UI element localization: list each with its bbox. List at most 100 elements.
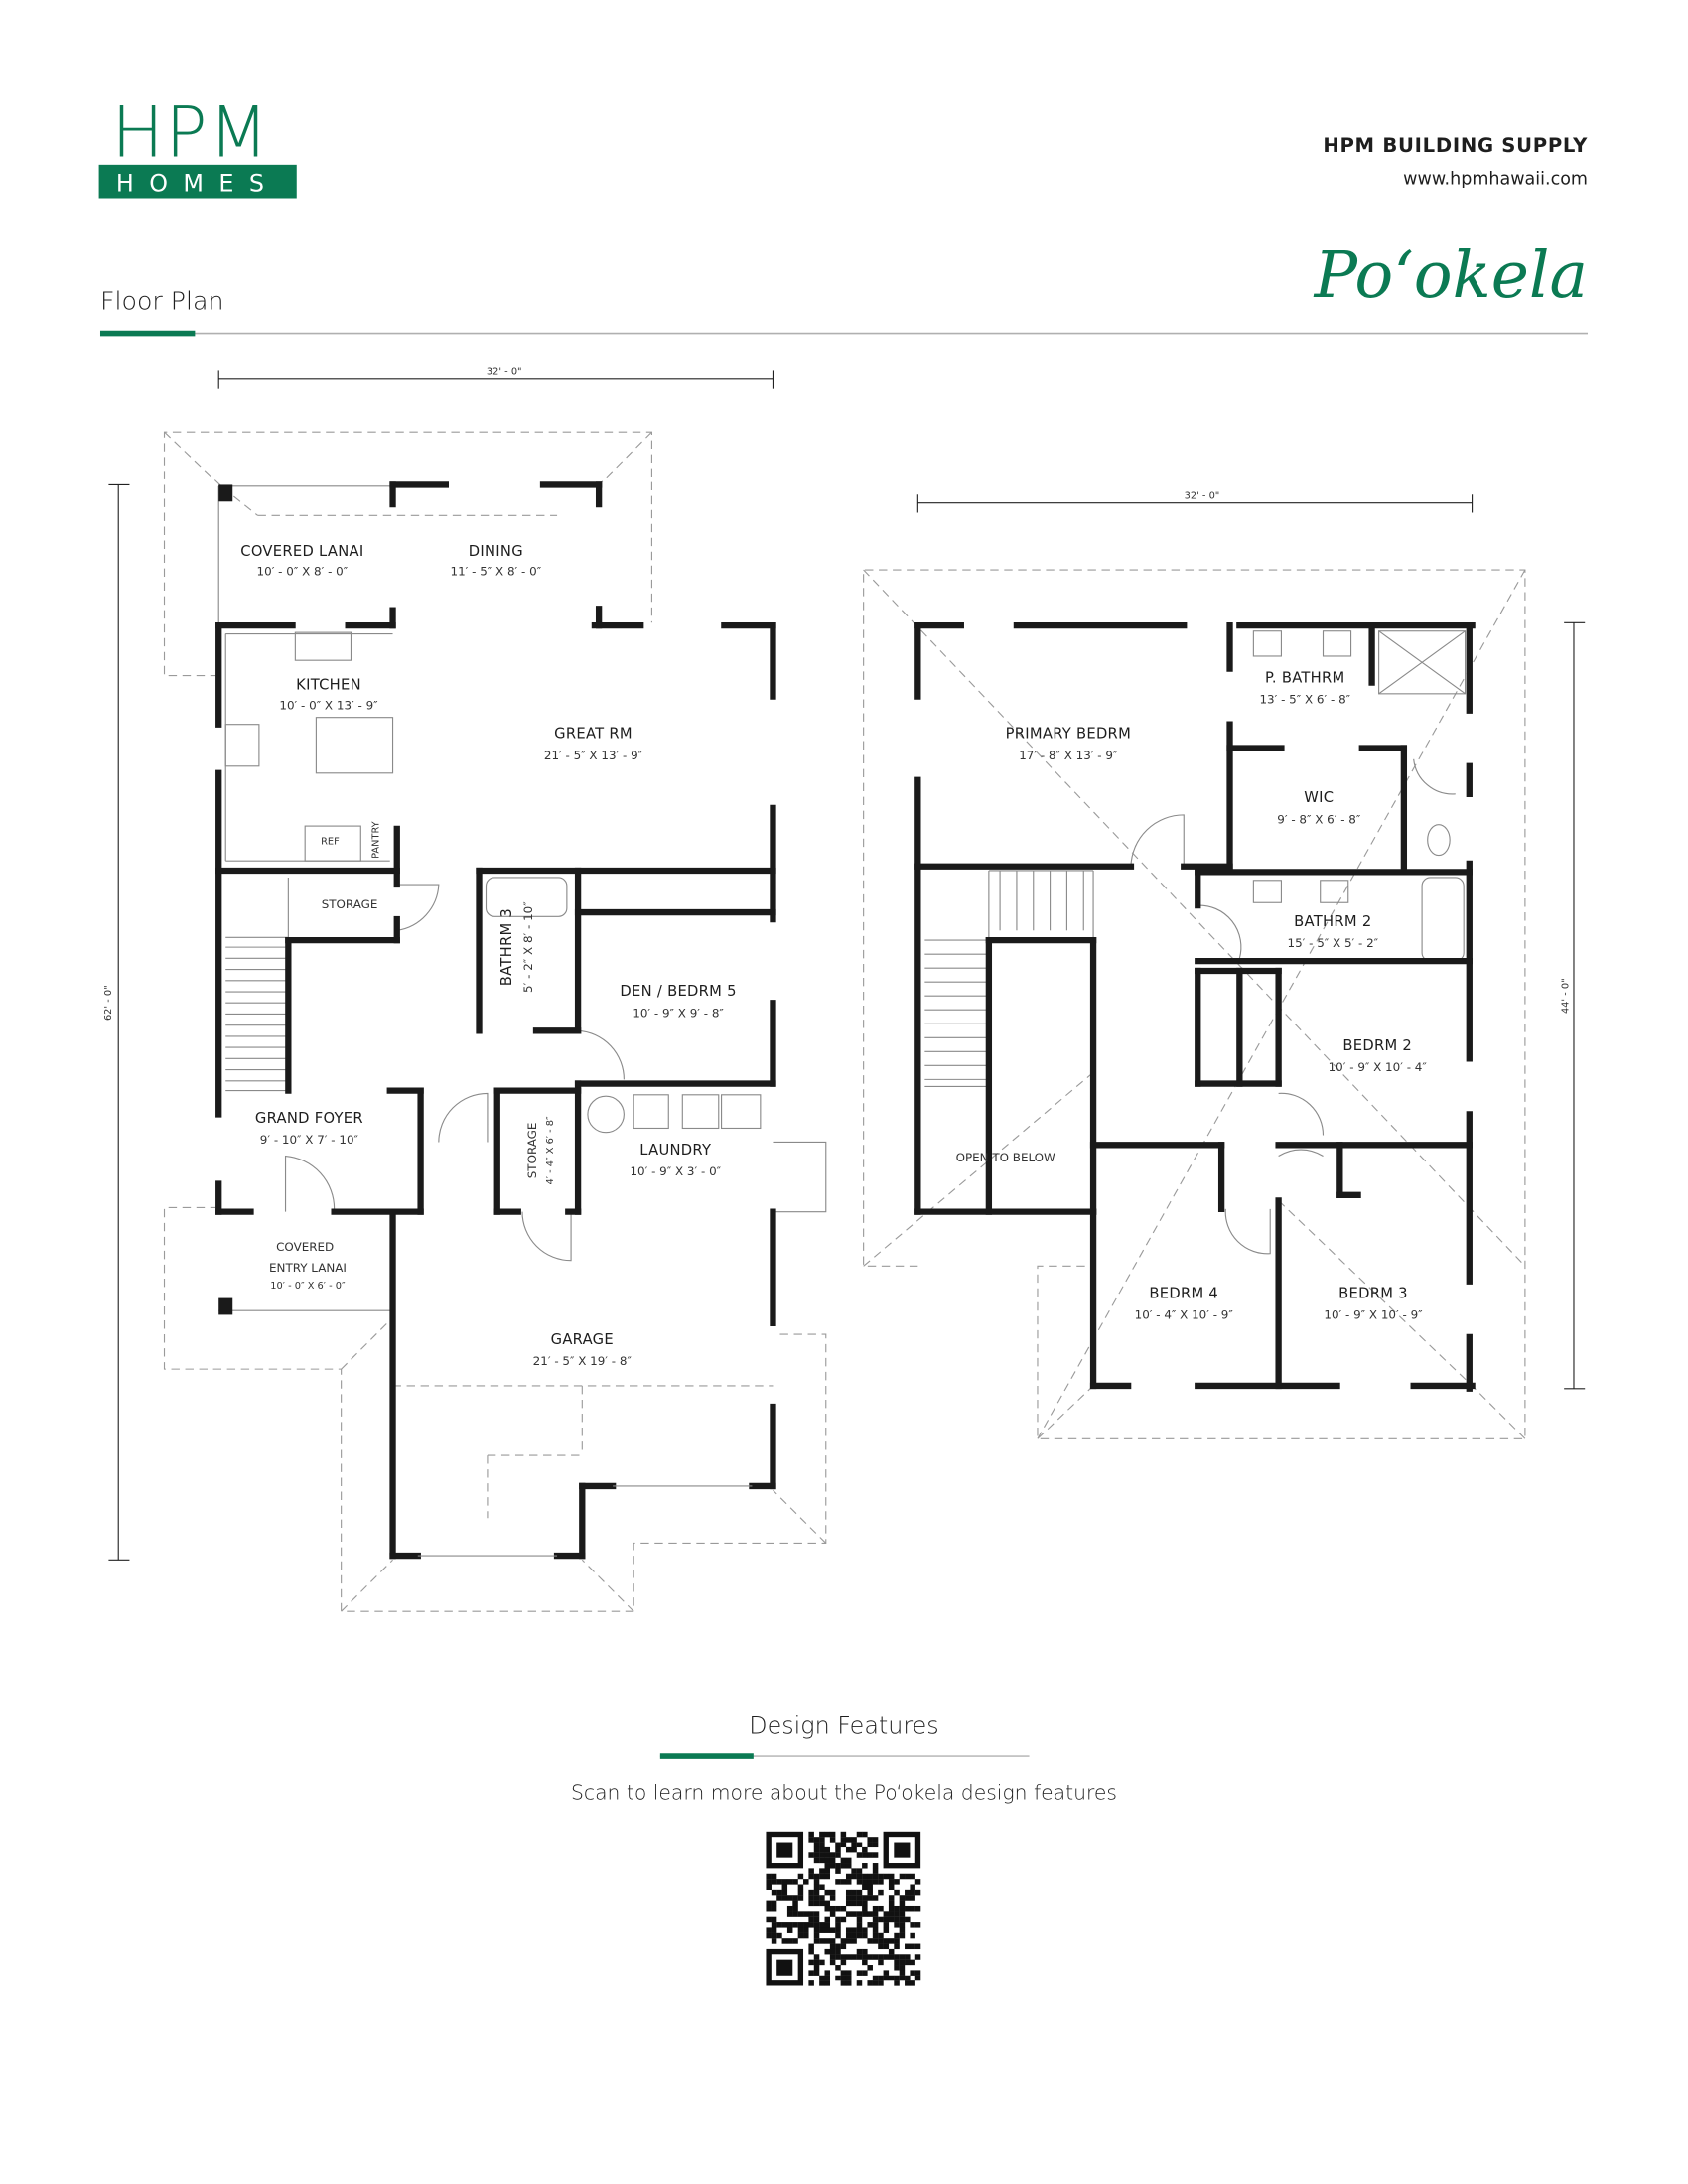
qr-module: [835, 1863, 841, 1869]
logo-homes: HOMES: [116, 169, 280, 197]
qr-module: [835, 1842, 841, 1848]
qr-module: [845, 1954, 852, 1960]
qr-module: [829, 1927, 836, 1933]
qr-module: [786, 1895, 793, 1901]
qr-module: [829, 1948, 836, 1955]
qr-module: [905, 1943, 911, 1950]
qr-module: [894, 1938, 900, 1944]
qr-module: [797, 1932, 804, 1939]
qr-module: [872, 1980, 879, 1986]
bathtub: [1421, 877, 1465, 962]
qr-module: [910, 1943, 915, 1950]
qr-module: [771, 1922, 777, 1928]
qr-finder-center: [894, 1842, 911, 1858]
qr-module: [862, 1895, 868, 1901]
qr-module: [829, 1831, 836, 1838]
qr-module: [808, 1948, 814, 1955]
door-swing: [1413, 758, 1456, 795]
qr-module: [851, 1954, 857, 1960]
qr-code-icon[interactable]: [766, 1831, 921, 1986]
door-swing: [438, 1092, 489, 1143]
shower: [1378, 630, 1467, 695]
qr-module: [899, 1905, 906, 1912]
qr-module: [845, 1911, 852, 1917]
qr-module: [862, 1831, 868, 1838]
ref-label: REF: [321, 836, 340, 847]
qr-module: [819, 1938, 825, 1944]
qr-module: [840, 1980, 847, 1986]
qr-module: [899, 1895, 906, 1901]
qr-module: [808, 1980, 814, 1986]
qr-module: [813, 1846, 820, 1853]
qr-module: [856, 1970, 863, 1976]
room-name: P. BATHRM: [1265, 670, 1344, 687]
qr-module: [824, 1900, 831, 1907]
room-name: GREAT RM: [554, 726, 633, 743]
qr-module: [813, 1852, 820, 1858]
qr-module: [867, 1922, 873, 1928]
qr-module: [776, 1889, 782, 1896]
room-size: 13′ - 5″ X 6′ - 8″: [1259, 693, 1350, 707]
qr-module: [776, 1879, 782, 1885]
qr-module: [766, 1900, 772, 1907]
qr-module: [819, 1857, 825, 1864]
roof-line: [341, 1559, 393, 1612]
qr-module: [813, 1842, 820, 1848]
qr-module: [808, 1943, 814, 1950]
qr-module: [781, 1895, 788, 1901]
roof-line: [341, 1316, 393, 1370]
room-size: 4′ - 4″ X 6′ - 8″: [545, 1116, 556, 1185]
qr-module: [899, 1975, 906, 1981]
qr-module: [888, 1895, 895, 1901]
qr-module: [840, 1837, 847, 1843]
qr-module: [910, 1959, 915, 1966]
qr-module: [813, 1873, 820, 1880]
door-swing: [521, 1211, 572, 1262]
qr-module: [856, 1868, 863, 1874]
qr-module: [835, 1916, 841, 1923]
qr-module: [894, 1905, 900, 1912]
qr-module: [803, 1927, 809, 1933]
room-name: COVERED LANAI: [240, 543, 363, 560]
room-name: DEN / BEDRM 5: [620, 983, 736, 1000]
qr-module: [797, 1911, 804, 1917]
qr-module: [845, 1980, 852, 1986]
qr-module: [878, 1975, 884, 1981]
qr-module: [792, 1879, 798, 1885]
qr-module: [819, 1884, 825, 1891]
qr-module: [862, 1959, 868, 1966]
qr-module: [829, 1895, 836, 1901]
qr-module: [899, 1922, 906, 1928]
door-swing: [284, 1155, 336, 1212]
qr-module: [819, 1959, 825, 1966]
qr-module: [862, 1879, 868, 1885]
roof-line: [595, 431, 652, 488]
qr-module: [840, 1970, 847, 1976]
qr-module: [813, 1900, 820, 1907]
qr-module: [829, 1837, 836, 1843]
qr-module: [883, 1911, 890, 1917]
qr-module: [905, 1980, 911, 1986]
qr-module: [845, 1846, 852, 1853]
qr-module: [905, 1916, 911, 1923]
room-size: 21′ - 5″ X 13′ - 9″: [544, 749, 643, 762]
qr-module: [771, 1879, 777, 1885]
website-link[interactable]: www.hpmhawaii.com: [1403, 169, 1588, 189]
second-floor-labels: PRIMARY BEDRM 17′ - 8″ X 13′ - 9″ P. BAT…: [956, 670, 1428, 1322]
qr-module: [845, 1938, 852, 1944]
qr-module: [888, 1916, 895, 1923]
qr-module: [905, 1895, 911, 1901]
qr-module: [824, 1868, 831, 1874]
kitchen-sink: [294, 631, 352, 661]
qr-module: [845, 1857, 852, 1864]
qr-module: [888, 1900, 895, 1907]
door-swing: [1278, 1149, 1324, 1157]
room-size: 15′ - 5″ X 5′ - 2″: [1288, 936, 1379, 950]
qr-module: [781, 1938, 788, 1944]
qr-module: [840, 1863, 847, 1869]
qr-module: [829, 1863, 836, 1869]
qr-module: [899, 1916, 906, 1923]
roof-outline: [863, 569, 1526, 1439]
qr-module: [851, 1900, 857, 1907]
qr-module: [899, 1911, 906, 1917]
